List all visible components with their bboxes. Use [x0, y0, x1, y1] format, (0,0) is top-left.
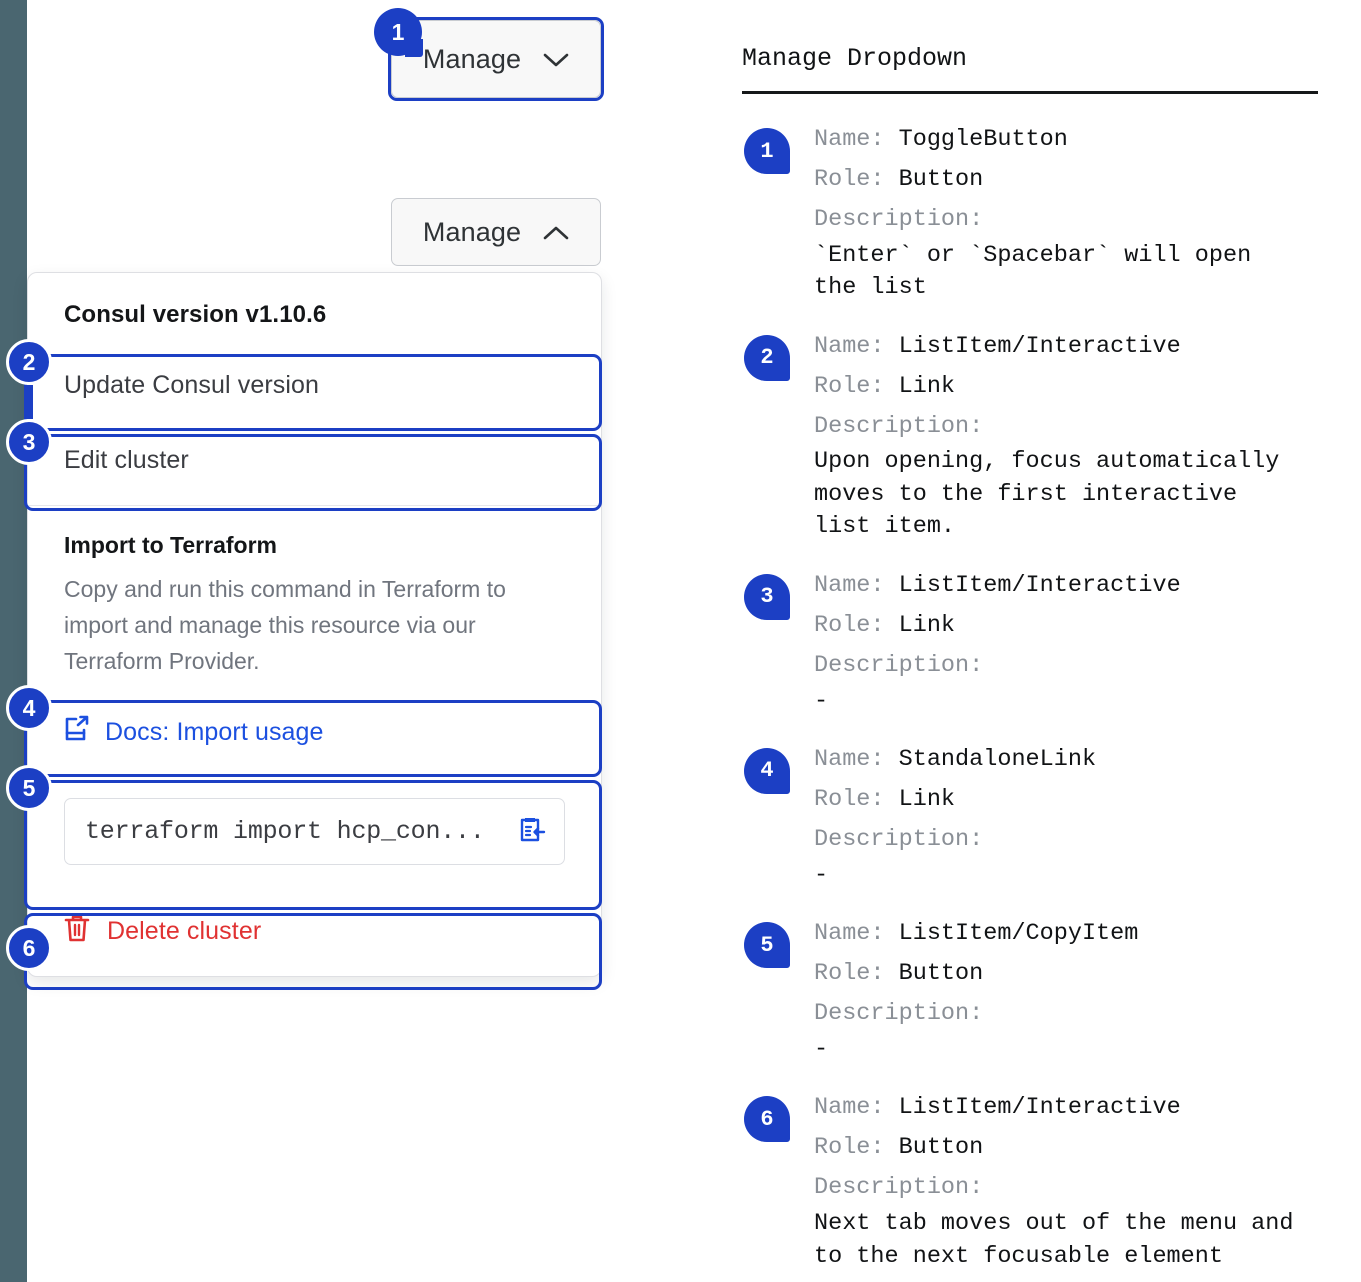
dropdown-item-update-consul-version[interactable]: Update Consul version [64, 371, 320, 399]
trash-icon [64, 913, 90, 950]
legend-role-label: Role: [814, 1134, 885, 1162]
legend-description-value: `Enter` or `Spacebar` will open the list [814, 241, 1252, 302]
legend-description-value: - [814, 861, 829, 889]
legend-role-line: Role: Link [814, 606, 1342, 646]
legend-pin-badge-2: 2 [744, 334, 790, 381]
legend-role-value: Button [898, 1134, 984, 1162]
legend-role-label: Role: [814, 611, 885, 639]
legend-name-label: Name: [814, 571, 885, 599]
terraform-command-row: terraform import hcp_con... [28, 774, 601, 891]
manage-toggle-button-expanded[interactable]: Manage [391, 198, 601, 266]
legend-name-line: Name: ListItem/Interactive [814, 1088, 1342, 1128]
manage-toggle-label-expanded: Manage [422, 216, 522, 247]
dropdown-heading: Consul version v1.10.6 [64, 301, 327, 328]
legend-description-label: Description: [814, 412, 984, 440]
marker-badge-2: 2 [6, 339, 52, 385]
legend-role-line: Role: Link [814, 780, 1342, 820]
dropdown-item-edit-cluster[interactable]: Edit cluster [64, 446, 189, 474]
legend-pin-badge-5: 5 [744, 922, 790, 969]
legend-description-label: Description: [814, 1174, 984, 1202]
chevron-up-icon [543, 217, 569, 248]
legend-name-line: Name: ListItem/Interactive [814, 327, 1342, 367]
legend-name-label: Name: [814, 126, 885, 153]
chevron-down-icon [543, 44, 569, 75]
legend-role-value: Link [898, 372, 956, 400]
marker-connector [27, 385, 33, 419]
legend-pin-badge-3: 3 [744, 573, 790, 620]
legend-description-value: - [814, 1036, 829, 1064]
legend-name-value: ListItem/Interactive [898, 1094, 1181, 1122]
legend-name-line: Name: StandaloneLink [814, 740, 1342, 780]
legend-description-label: Description: [814, 651, 984, 679]
terraform-section-body: Copy and run this command in Terraform t… [64, 576, 506, 675]
legend-role-label: Role: [814, 372, 885, 400]
manage-toggle-label-collapsed: Manage [422, 43, 522, 74]
legend-description-value: Upon opening, focus automatically moves … [814, 448, 1280, 541]
legend-name-label: Name: [814, 1094, 885, 1122]
legend-name-label: Name: [814, 332, 885, 360]
left-app-rail [0, 0, 27, 1282]
terraform-command-text: terraform import hcp_con... [85, 817, 485, 847]
marker-badge-4: 4 [6, 685, 52, 731]
dropdown-divider [28, 505, 601, 506]
legend-role-value: Link [898, 611, 956, 639]
manage-toggle-button-collapsed[interactable]: Manage [391, 20, 601, 98]
legend-name-value: ToggleButton [898, 126, 1068, 153]
legend-role-value: Link [898, 785, 956, 813]
legend-name-value: ListItem/CopyItem [898, 920, 1139, 948]
legend-role-label: Role: [814, 960, 885, 988]
terraform-section-title: Import to Terraform [64, 532, 277, 558]
legend-description-value: - [814, 687, 829, 715]
legend-name-line: Name: ListItem/Interactive [814, 566, 1342, 606]
legend-description-value: Next tab moves out of the menu and to th… [814, 1210, 1294, 1270]
legend-title: Manage Dropdown [742, 44, 968, 73]
legend-name-value: StandaloneLink [898, 745, 1097, 773]
legend-role-value: Button [898, 165, 984, 193]
legend-name-label: Name: [814, 745, 885, 773]
legend-role-line: Role: Button [814, 1128, 1342, 1168]
legend-pin-badge-1: 1 [744, 128, 790, 174]
legend-role-line: Role: Link [814, 367, 1342, 407]
delete-cluster-label: Delete cluster [107, 917, 262, 946]
legend-role-line: Role: Button [814, 160, 1342, 200]
legend-role-value: Button [898, 960, 984, 988]
marker-badge-6: 6 [6, 925, 52, 971]
delete-cluster-item[interactable]: Delete cluster [28, 891, 601, 976]
copy-to-clipboard-icon[interactable] [514, 813, 546, 850]
legend-description-label: Description: [814, 1000, 984, 1028]
terraform-command-copybox[interactable]: terraform import hcp_con... [64, 798, 565, 866]
legend-name-value: ListItem/Interactive [898, 332, 1181, 360]
legend-name-line: Name: ListItem/CopyItem [814, 914, 1342, 954]
legend-description-label: Description: [814, 205, 984, 233]
legend-rule [742, 91, 1318, 94]
legend-role-line: Role: Button [814, 954, 1342, 994]
legend-pin-badge-4: 4 [744, 747, 790, 794]
legend-role-label: Role: [814, 785, 885, 813]
marker-badge-1: 1 [374, 8, 423, 57]
marker-badge-5: 5 [6, 765, 52, 811]
docs-import-usage-link[interactable]: Docs: Import usage [28, 693, 601, 774]
legend-name-label: Name: [814, 920, 885, 948]
legend-name-value: ListItem/Interactive [898, 571, 1181, 599]
external-link-docs-icon [64, 715, 90, 750]
mock-ui-pane: Manage 1 Manage Consul version v1.10.6 U… [6, 8, 604, 990]
marker-badge-3: 3 [6, 419, 52, 465]
legend-pin-badge-6: 6 [744, 1096, 790, 1143]
legend-name-line: Name: ToggleButton [814, 120, 1342, 160]
legend-role-label: Role: [814, 165, 885, 193]
docs-import-usage-label: Docs: Import usage [105, 718, 324, 747]
manage-dropdown-panel: Consul version v1.10.6 Update Consul ver… [27, 272, 602, 978]
legend-description-label: Description: [814, 825, 984, 853]
